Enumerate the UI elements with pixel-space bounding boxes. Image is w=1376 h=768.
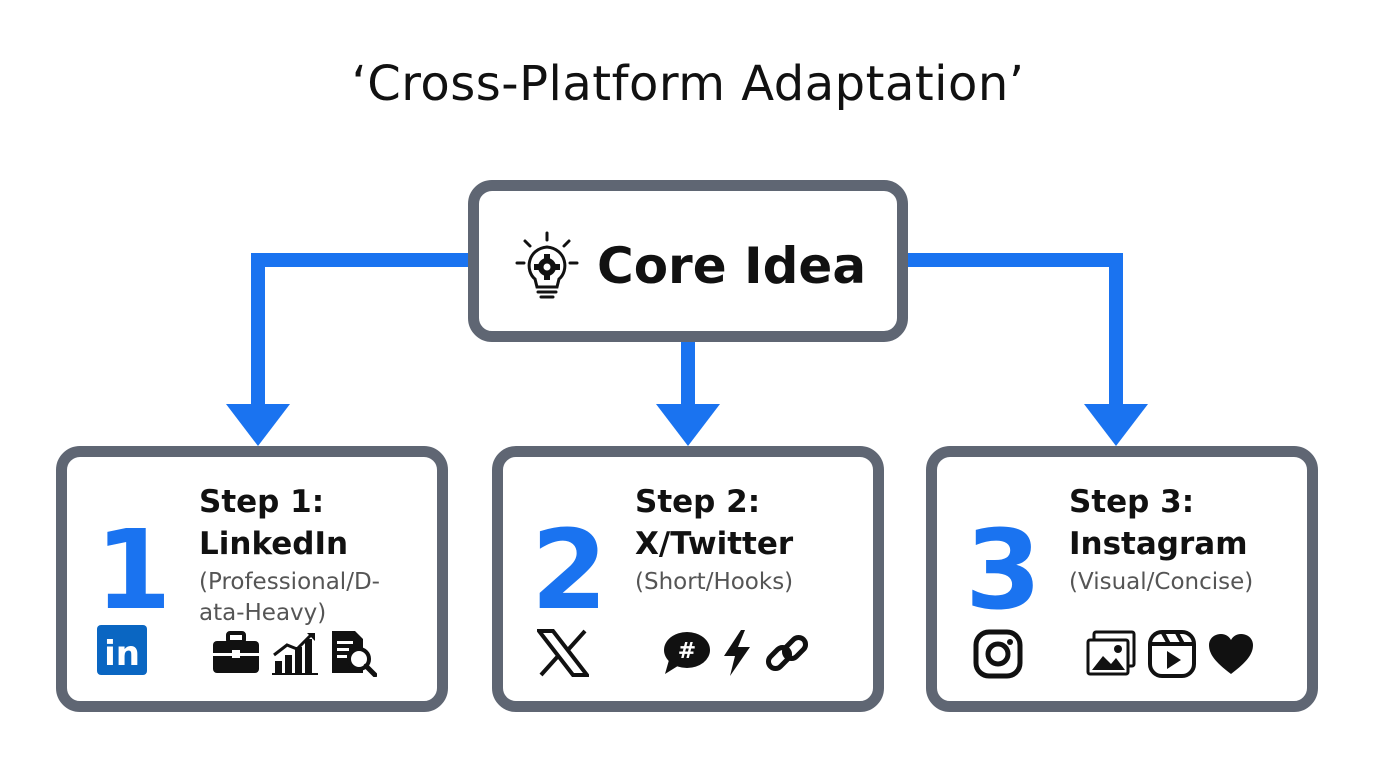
gallery-icon (1085, 630, 1137, 678)
arrow-line-right (908, 253, 1123, 410)
step-text: Step 1: LinkedIn (Professional/D- ata-He… (199, 481, 439, 629)
lightning-icon (721, 629, 753, 677)
arrow-head-right (1084, 404, 1148, 446)
step-description-line: (Short/Hooks) (635, 569, 794, 595)
step-description: (Professional/D- ata-Heavy) (199, 567, 439, 629)
step-description: (Short/Hooks) (635, 567, 875, 598)
link-icon (763, 629, 811, 677)
svg-text:#: # (678, 639, 696, 664)
bar-chart-icon (271, 631, 319, 675)
step-icon-row (1085, 629, 1255, 679)
step-card-x-twitter: 2 Step 2: X/Twitter (Short/Hooks) # (492, 446, 884, 712)
core-idea-label: Core Idea (597, 237, 867, 295)
briefcase-icon (211, 631, 261, 675)
step-icon-row: # (661, 629, 811, 677)
step-description-line: (Professional/D- (199, 569, 380, 595)
lightbulb-gear-icon (515, 231, 579, 303)
step-heading: Step 2: (635, 484, 761, 520)
step-description-line: ata-Heavy) (199, 600, 327, 626)
arrow-head-center (656, 404, 720, 446)
x-logo-icon (534, 629, 592, 677)
reels-icon (1147, 629, 1197, 679)
step-number: 2 (531, 506, 608, 634)
step-heading: Step 3: (1069, 484, 1195, 520)
instagram-icon (973, 629, 1023, 679)
arrow-head-left (226, 404, 290, 446)
step-platform: LinkedIn (199, 526, 349, 562)
step-text: Step 2: X/Twitter (Short/Hooks) (635, 481, 875, 598)
step-icon-row (211, 629, 378, 678)
step-platform: X/Twitter (635, 526, 794, 562)
step-number: 1 (95, 506, 172, 634)
step-card-linkedin: 1 Step 1: LinkedIn (Professional/D- ata-… (56, 446, 448, 712)
arrow-line-left (251, 253, 468, 410)
step-platform: Instagram (1069, 526, 1248, 562)
step-heading: Step 1: (199, 484, 325, 520)
step-description-line: (Visual/Concise) (1069, 569, 1254, 595)
step-description: (Visual/Concise) (1069, 567, 1309, 598)
core-idea-box: Core Idea (468, 180, 908, 342)
step-card-instagram: 3 Step 3: Instagram (Visual/Concise) (926, 446, 1318, 712)
step-number: 3 (965, 506, 1042, 634)
document-search-icon (329, 629, 378, 678)
page-title: ‘Cross-Platform Adaptation’ (351, 56, 1025, 112)
heart-icon (1207, 632, 1255, 676)
hashtag-bubble-icon: # (661, 630, 711, 676)
linkedin-logo-text: in (104, 634, 140, 674)
linkedin-icon: in (97, 625, 147, 675)
step-text: Step 3: Instagram (Visual/Concise) (1069, 481, 1309, 598)
